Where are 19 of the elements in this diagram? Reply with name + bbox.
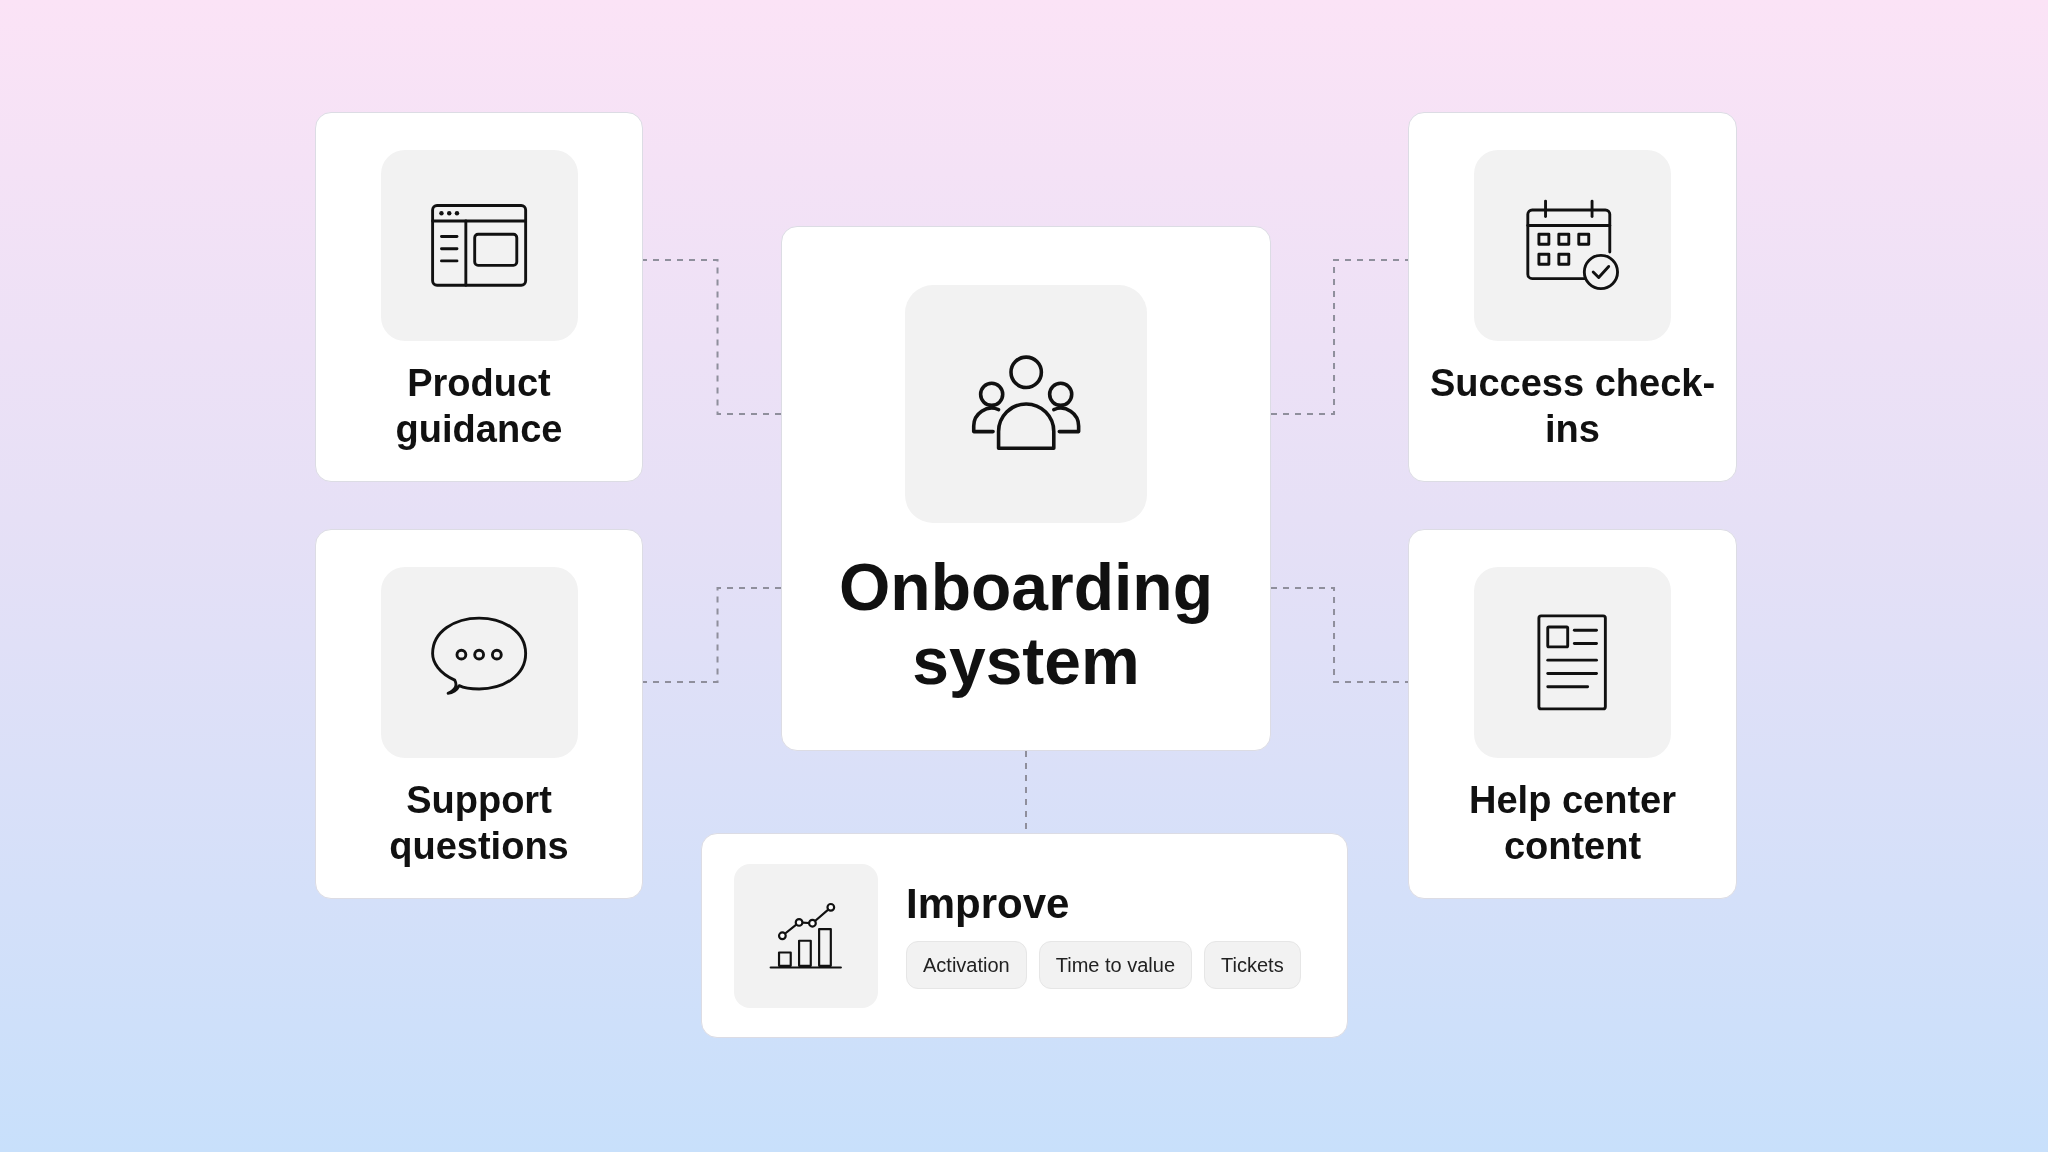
dashed-connector: [1270, 587, 1409, 683]
metric-tag: Activation: [906, 940, 1027, 989]
card-title: Success check-ins: [1429, 361, 1716, 452]
card-title: Product guidance: [394, 361, 564, 452]
metric-tag: Tickets: [1204, 940, 1301, 989]
card-title: Help center content: [1468, 778, 1677, 869]
central-card: [781, 226, 1271, 751]
feature-card: [315, 112, 643, 482]
feature-card: [315, 529, 643, 899]
metric-tag: Time to value: [1038, 940, 1193, 989]
card-title: Improve: [906, 882, 1071, 925]
card-title: Support questions: [388, 778, 570, 869]
dashed-connector: [642, 259, 782, 415]
feature-card: [1408, 112, 1737, 482]
improve-card: [701, 833, 1348, 1038]
card-title: Onboarding system: [838, 551, 1214, 699]
feature-card: [1408, 529, 1737, 899]
dashed-connector: [642, 587, 782, 683]
dashed-connector: [1270, 259, 1409, 415]
